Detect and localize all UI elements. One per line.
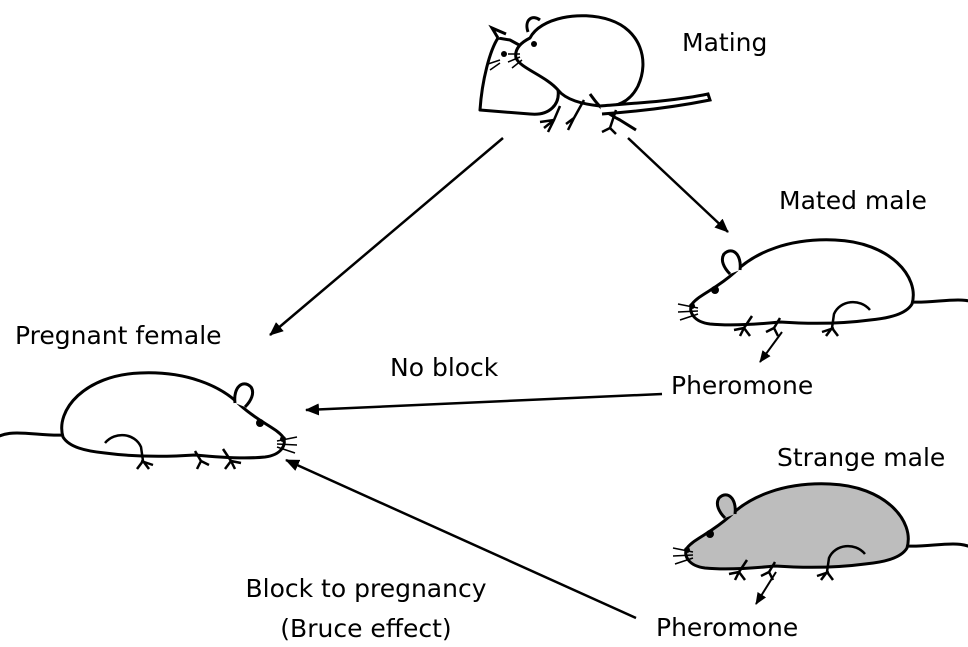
strange-male-mouse: [673, 484, 968, 594]
no-block-label: No block: [390, 353, 498, 383]
pregnant-female-label: Pregnant female: [15, 321, 222, 351]
strange-male-label: Strange male: [777, 443, 945, 473]
mated-male-mouse: [678, 240, 968, 350]
pheromone-strange-label: Pheromone: [656, 613, 798, 643]
pregnant-female-mouse: [0, 373, 297, 483]
bruce-effect-label: (Bruce effect): [228, 614, 504, 644]
arrow-no-block: [306, 394, 662, 410]
arrow-mating-to-mated-male: [628, 138, 728, 232]
pheromone-mated-label: Pheromone: [671, 371, 813, 401]
block-to-pregnancy-label: Block to pregnancy: [228, 574, 504, 604]
mating-label: Mating: [682, 28, 767, 58]
arrow-mated-male-to-pheromone: [760, 332, 782, 362]
mating-mice-illustration: [480, 16, 710, 134]
mated-male-label: Mated male: [779, 186, 927, 216]
arrow-strange-male-to-pheromone: [756, 572, 776, 604]
arrow-mating-to-pregnant-female: [270, 138, 503, 335]
